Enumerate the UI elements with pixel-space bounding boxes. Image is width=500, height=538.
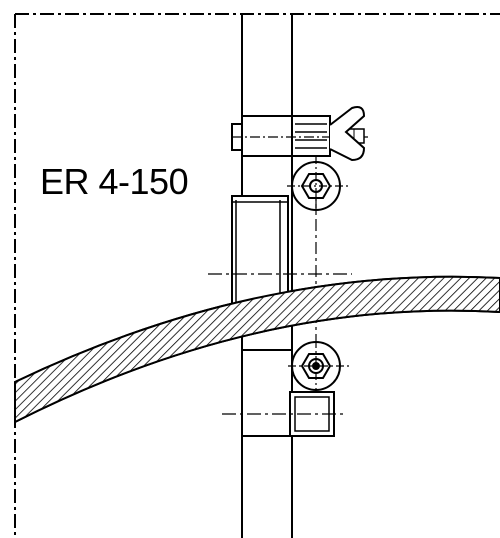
wing-nut-icon [329, 106, 366, 162]
lower-clamp-body [241, 349, 293, 437]
part-number-label: ER 4-150 [40, 161, 189, 202]
wing-nut-block [291, 115, 331, 157]
upper-clamp-body [241, 115, 293, 157]
